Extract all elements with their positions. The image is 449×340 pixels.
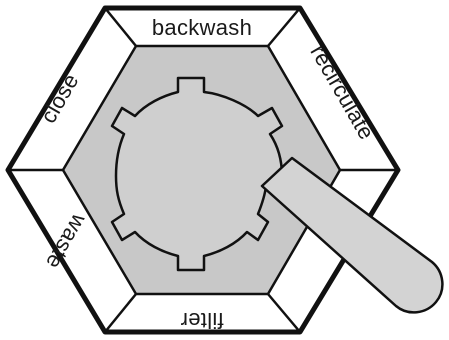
position-label-backwash: backwash [152, 15, 252, 40]
position-label-filter: filter [180, 308, 223, 333]
